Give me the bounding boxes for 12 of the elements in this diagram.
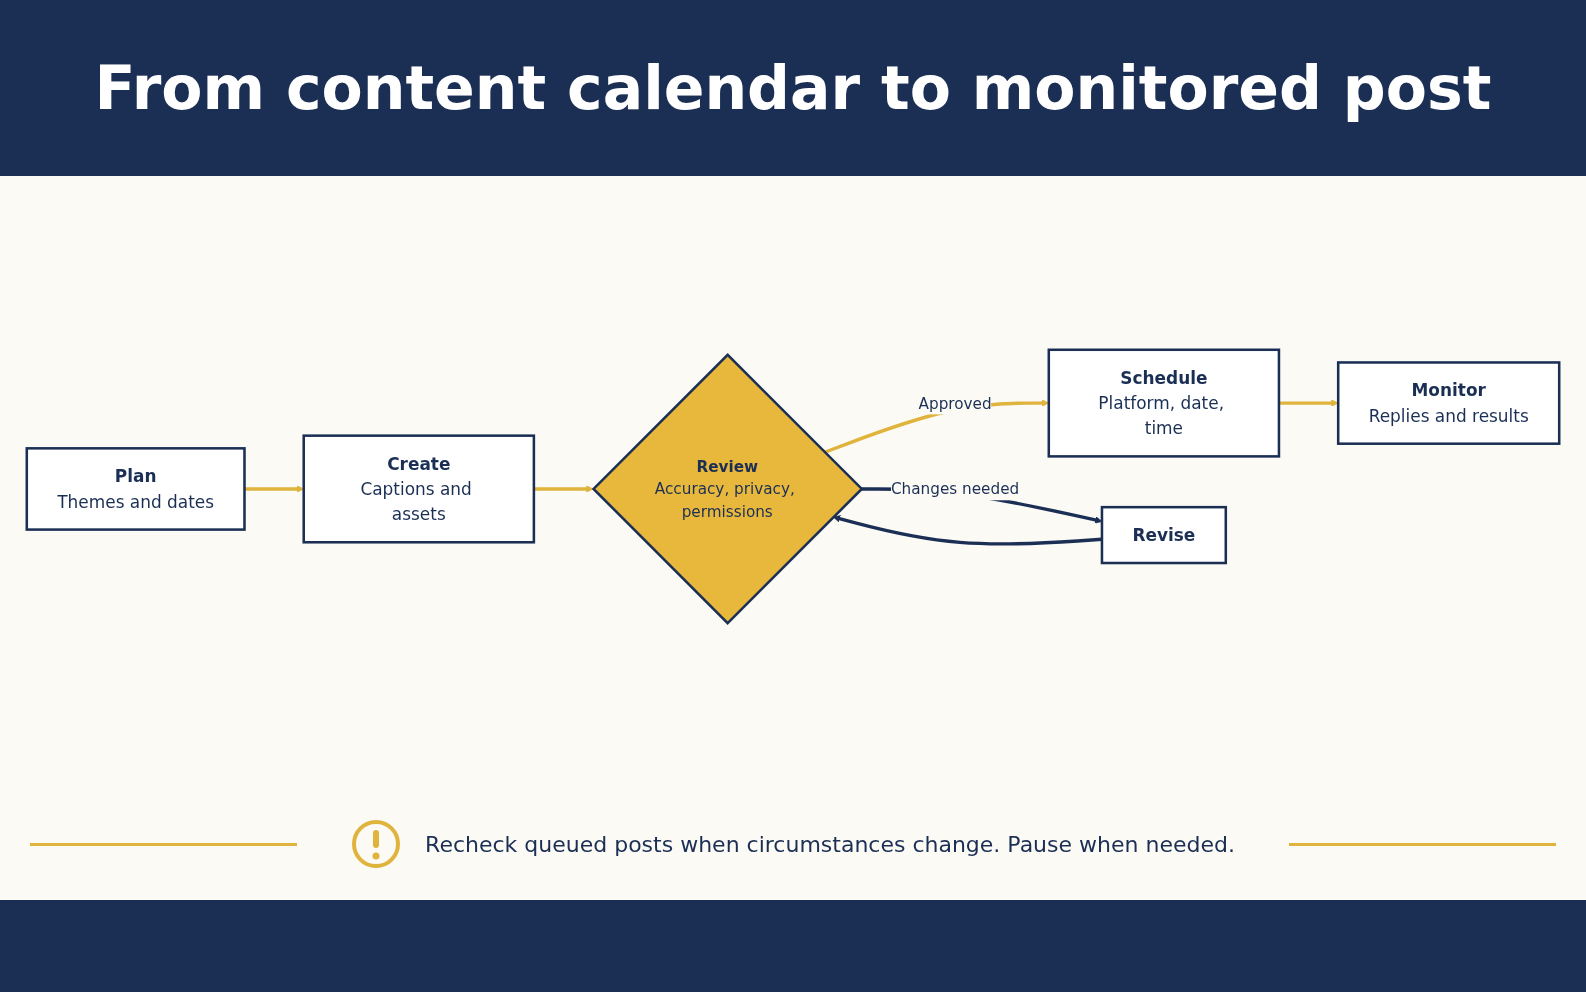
node-box: Revise bbox=[1100, 505, 1228, 564]
node-box: Monitor Replies and results bbox=[1336, 360, 1561, 445]
node-box: Schedule Platform, date, time bbox=[1047, 348, 1281, 458]
title: From content calendar to monitored post bbox=[94, 53, 1492, 123]
edge-label: Approved bbox=[918, 393, 992, 412]
edge-label: Changes needed bbox=[890, 479, 1020, 498]
arrow bbox=[1278, 398, 1339, 407]
arrow bbox=[533, 484, 594, 493]
node-box: Plan Themes and dates bbox=[25, 446, 246, 531]
note-text: Recheck queued posts when circumstances change. Pause when needed. bbox=[425, 831, 1235, 857]
node-box: Create Captions and assets bbox=[302, 433, 536, 544]
node-diamond: Review Accuracy, privacy, permissions bbox=[591, 352, 864, 625]
